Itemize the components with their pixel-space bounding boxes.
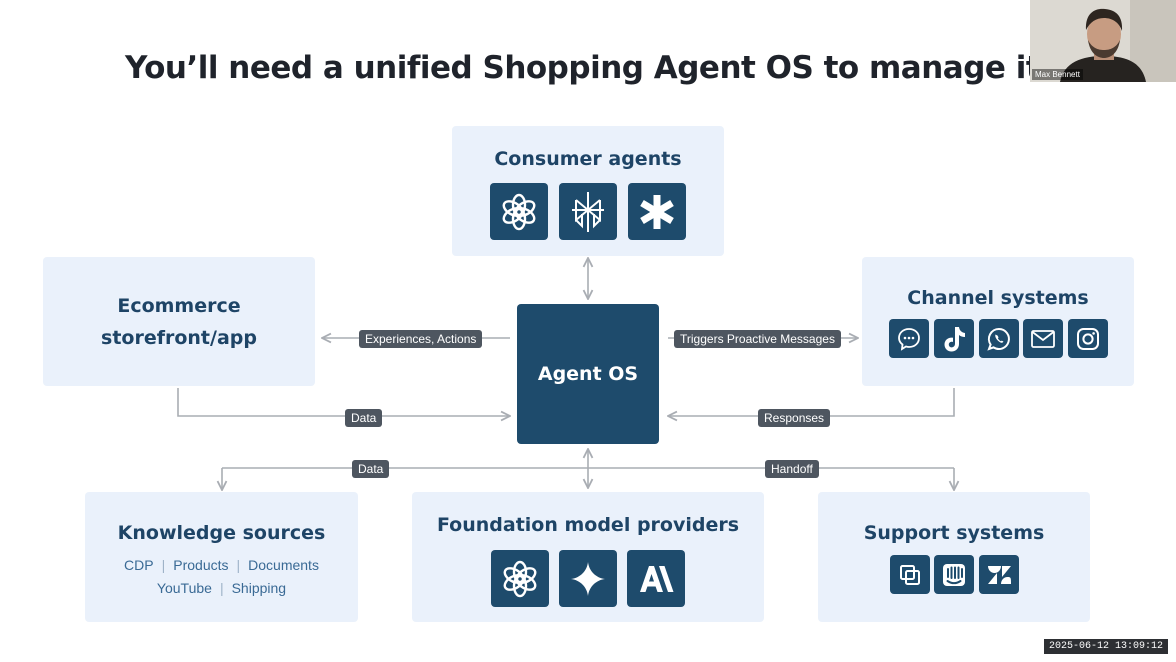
knowledge-item-shipping: Shipping [231,580,287,596]
knowledge-item-cdp: CDP [124,557,154,573]
separator: | [236,557,241,573]
copy-squares-icon [890,555,930,594]
edge-label-data-ecommerce: Data [345,409,383,427]
support-systems-title: Support systems [863,522,1045,544]
asterisk-icon [628,183,686,240]
zendesk-icon [979,555,1019,594]
perplexity-icon [559,183,617,240]
anthropic-icon [627,550,685,607]
openai-icon [491,550,549,607]
ecommerce-title-line1: Ecommerce [117,295,241,317]
mail-icon [1023,319,1063,358]
knowledge-items-row1: CDP | Products | Documents [85,557,358,573]
knowledge-items-row2: YouTube | Shipping [85,580,358,596]
tiktok-icon [934,319,974,358]
webcam-name-label: Max Bennett [1032,69,1083,80]
presenter-silhouette [1030,0,1176,82]
support-systems-node: Support systems [818,492,1090,622]
agent-os-node: Agent OS [517,304,659,444]
knowledge-item-youtube: YouTube [156,580,212,596]
recording-timestamp: 2025-06-12 13:09:12 [1043,639,1168,654]
knowledge-item-products: Products [173,557,229,573]
knowledge-sources-node: Knowledge sources CDP | Products | Documents… [85,492,358,622]
edge-label-handoff: Handoff [765,460,819,478]
agent-os-title: Agent OS [537,363,639,385]
intercom-icon [934,555,974,594]
separator: | [219,580,224,596]
whatsapp-icon [979,319,1019,358]
edge-label-triggers-proactive-messages: Triggers Proactive Messages [674,330,841,348]
chat-bubble-icon [889,319,929,358]
ecommerce-title-line2: storefront/app [101,327,257,349]
consumer-agents-node: Consumer agents [452,126,724,256]
channel-systems-node: Channel systems [862,257,1134,386]
edge-label-data-knowledge: Data [352,460,390,478]
edge-label-responses: Responses [758,409,831,427]
edge-label-experiences-actions: Experiences, Actions [359,330,483,348]
separator: | [161,557,166,573]
channel-systems-title: Channel systems [907,287,1089,309]
knowledge-sources-title: Knowledge sources [117,522,326,544]
foundation-models-node: Foundation model providers [412,492,764,622]
webcam-video: Max Bennett [1030,0,1176,82]
openai-icon [490,183,548,240]
knowledge-item-documents: Documents [248,557,319,573]
foundation-models-title: Foundation model providers [436,514,740,536]
slide-title: You’ll need a unified Shopping Agent OS … [125,50,1071,86]
gemini-sparkle-icon [559,550,617,607]
consumer-agents-title: Consumer agents [494,148,682,170]
ecommerce-node: Ecommerce storefront/app [43,257,315,386]
instagram-icon [1068,319,1108,358]
